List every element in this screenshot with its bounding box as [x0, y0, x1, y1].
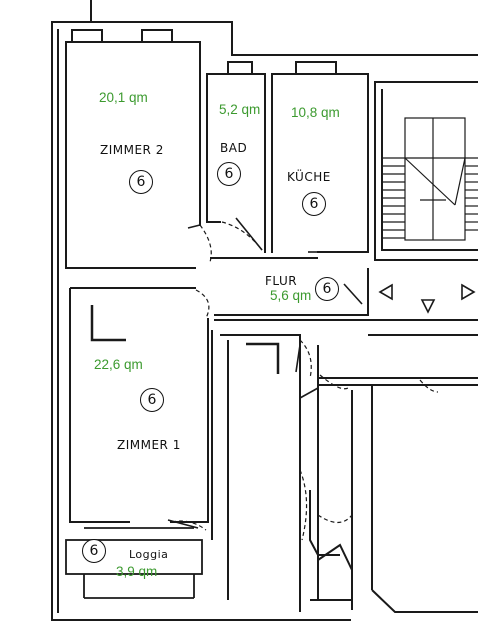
outer-wall	[51, 21, 478, 56]
room-name-zimmer1: ZIMMER 1	[117, 438, 181, 452]
room-name-bad: BAD	[220, 141, 248, 155]
door-leaf	[299, 387, 319, 399]
door-swing	[419, 379, 439, 393]
wall-bad-left	[206, 73, 221, 223]
arrow-right-icon	[461, 283, 476, 301]
door-leaf	[187, 224, 201, 229]
area-bad: 5,2 qm	[219, 102, 261, 117]
room-badge-kueche: 6	[302, 192, 326, 216]
door-leaf	[343, 283, 363, 305]
door-swing	[299, 469, 308, 541]
door-leaf	[295, 344, 301, 373]
room-badge-flur: 6	[315, 277, 339, 301]
wall-lower-middle	[220, 334, 301, 612]
room-badge-bad: 6	[217, 162, 241, 186]
window-zimmer2-a	[71, 29, 103, 43]
corner-mark	[90, 305, 126, 342]
corner-mark	[246, 342, 280, 374]
arrow-left-icon	[378, 283, 393, 301]
door-swing	[199, 224, 212, 263]
room-badge-zimmer2: 6	[129, 170, 153, 194]
wall-jog	[309, 490, 340, 556]
room-badge-loggia: 6	[82, 539, 106, 563]
door-swing	[195, 289, 210, 319]
wall-zimmer2	[65, 41, 201, 226]
area-loggia: 3,9 qm	[116, 564, 158, 579]
room-name-flur: FLUR	[265, 274, 298, 288]
room-badge-zimmer1: 6	[140, 388, 164, 412]
door-leaf	[235, 217, 263, 251]
wall-kueche	[271, 73, 369, 253]
window-zimmer2-b	[141, 29, 173, 43]
window-bad	[227, 61, 253, 75]
area-kueche: 10,8 qm	[291, 105, 340, 120]
loggia-outline	[65, 539, 203, 575]
wall-zimmer2-bottom	[65, 41, 196, 269]
area-zimmer2: 20,1 qm	[99, 90, 148, 105]
area-zimmer1: 22,6 qm	[94, 357, 143, 372]
arrow-down-icon	[420, 299, 436, 314]
area-flur: 5,6 qm	[270, 288, 312, 303]
stair-core	[404, 117, 466, 241]
outer-wall-left	[51, 21, 351, 621]
room-name-kueche: KÜCHE	[287, 170, 331, 184]
door-leaf	[167, 519, 199, 529]
wall-bad	[206, 73, 266, 253]
door-swing	[299, 339, 312, 379]
room-name-zimmer2: ZIMMER 2	[100, 143, 164, 157]
door-swing	[317, 514, 353, 524]
window-kueche	[295, 61, 337, 75]
door-swing	[319, 374, 349, 390]
room-name-loggia: Loggia	[129, 548, 169, 561]
